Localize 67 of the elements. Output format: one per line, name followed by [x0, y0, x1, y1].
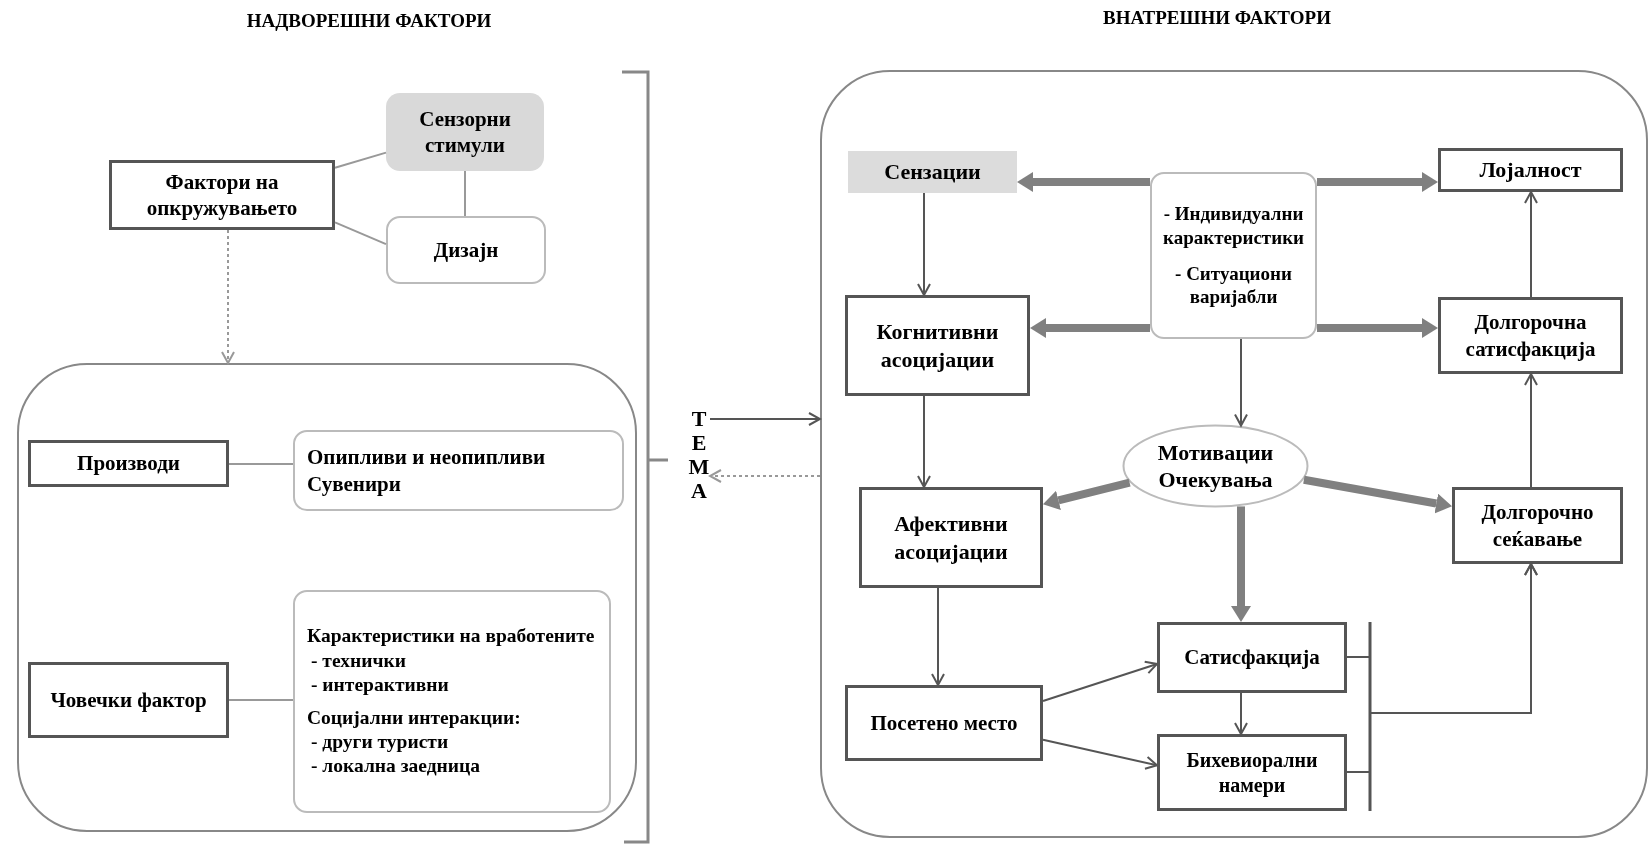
- section-title: НАДВОРЕШНИ ФАКТОРИ: [246, 10, 492, 32]
- node-label: Сензорни стимули: [418, 105, 512, 159]
- ellipse-node: [1122, 424, 1309, 508]
- node-label: Очекувања: [1158, 466, 1273, 494]
- connector-line: [334, 221, 387, 246]
- arrow: [1042, 660, 1158, 702]
- connector-line: [228, 699, 294, 701]
- process-box: [1452, 487, 1623, 564]
- node-label: Дизајн: [433, 236, 499, 264]
- connector-line: [334, 151, 387, 169]
- node-label: Бихевиорални намери: [1185, 747, 1319, 798]
- arrow: [1234, 338, 1248, 427]
- process-box: [28, 662, 229, 738]
- arrow: [1043, 478, 1131, 511]
- node-label: - технички: [310, 648, 406, 673]
- process-box: [109, 160, 335, 230]
- node-label: Долгорочно сеќавање: [1480, 499, 1595, 552]
- arrow: [917, 395, 931, 488]
- rounded-box: [293, 590, 611, 813]
- arrow: [1524, 373, 1538, 488]
- node-label: - интерактивни: [310, 673, 449, 698]
- arrow: [1234, 692, 1248, 735]
- process-box: [1438, 148, 1623, 192]
- node-label: Сатисфакција: [1184, 644, 1320, 671]
- process-box: [845, 685, 1043, 761]
- group-panel: [820, 70, 1648, 838]
- arrow: [1346, 563, 1538, 773]
- node-label: Лојалност: [1479, 156, 1582, 184]
- arrow: [1524, 191, 1538, 298]
- arrow: [221, 229, 235, 364]
- node-label: - Ситуациони варијабли: [1174, 261, 1293, 309]
- node-label: Афективни асоцијации: [893, 510, 1009, 565]
- node-label: Карактеристики на вработените: [307, 624, 595, 649]
- node-label: Сензации: [884, 158, 981, 186]
- node-label: Долгорочна сатисфакција: [1464, 309, 1597, 362]
- node-label: Фактори на опкружувањето: [145, 168, 299, 222]
- node-label: - локална заедница: [310, 754, 481, 779]
- shaded-box: [848, 151, 1017, 193]
- rounded-box: [1150, 172, 1317, 339]
- node-label: Посетено место: [870, 709, 1018, 737]
- section-title: ВНАТРЕШНИ ФАКТОРИ: [1103, 7, 1331, 29]
- process-box: [1438, 297, 1623, 374]
- node-label: Производи: [77, 450, 180, 477]
- arrow: [709, 412, 821, 426]
- process-box: [859, 487, 1043, 588]
- node-label: Когнитивни асоцијации: [875, 318, 1000, 373]
- process-box: [1157, 734, 1347, 811]
- arrow: [709, 469, 821, 483]
- vertical-label: ТЕМА: [688, 400, 710, 510]
- arrow: [1042, 738, 1158, 770]
- node-label: - Индивидуални карактеристики: [1161, 202, 1306, 250]
- node-label: Опипливи и неопипливи Сувенири: [307, 444, 547, 497]
- process-box: [1157, 622, 1347, 693]
- arrow: [917, 192, 931, 296]
- shaded-box: [386, 93, 544, 171]
- process-box: [845, 295, 1030, 396]
- arrow: [931, 587, 945, 686]
- node-label: Мотивации: [1157, 438, 1274, 466]
- rounded-box: [386, 216, 546, 284]
- connector-line: [228, 463, 294, 465]
- connector-line: [464, 170, 466, 217]
- node-label: - други туристи: [310, 729, 449, 754]
- group-panel: [17, 363, 637, 832]
- node-label: Социјални интеракции:: [307, 705, 521, 730]
- node-label: Човечки фактор: [50, 686, 207, 714]
- process-box: [28, 440, 229, 487]
- rounded-box: [293, 430, 624, 511]
